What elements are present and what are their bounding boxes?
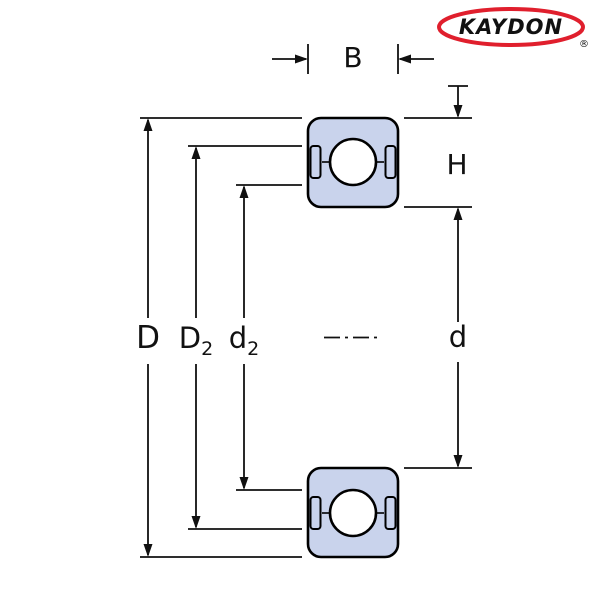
dimension-D2: D2 (179, 145, 302, 530)
dimension-label-d2-main: d (229, 321, 247, 355)
seal-right-top (384, 145, 397, 179)
dimension-label-d2-subscript: 2 (247, 338, 259, 360)
dimension-d2: d2 (229, 184, 302, 491)
arrowhead-down (239, 477, 249, 490)
dimension-label-H: H (446, 148, 467, 181)
arrowhead-up (453, 207, 463, 220)
bearing-cross-section-bottom (306, 466, 400, 559)
arrowhead-down (191, 516, 201, 529)
dimension-label-d: d (449, 320, 467, 354)
ball-top (328, 137, 378, 187)
logo-oval (437, 7, 585, 47)
arrowhead-down (453, 455, 463, 468)
ball-bottom (328, 488, 378, 538)
arrowhead-up (239, 185, 249, 198)
seal-left-bottom (309, 496, 322, 530)
registered-trademark-symbol: ® (579, 39, 589, 50)
arrowhead-left (398, 54, 411, 64)
dimension-label-D: D (136, 320, 160, 356)
logo-wordmark: KAYDON (459, 15, 563, 39)
arrowhead-down (453, 105, 463, 118)
dimension-d: d (404, 206, 472, 469)
bearing-cross-section-top (306, 116, 400, 209)
dimension-label-D2-subscript: 2 (201, 338, 213, 360)
arrowhead-up (143, 118, 153, 131)
dimension-H: H (404, 85, 472, 181)
arrowhead-right (295, 54, 308, 64)
seal-right-bottom (384, 496, 397, 530)
arrowhead-down (143, 544, 153, 557)
arrowhead-up (191, 146, 201, 159)
dimension-B: B (272, 41, 434, 74)
dimension-label-B: B (343, 41, 362, 74)
dimension-label-D2-main: D (179, 321, 201, 355)
dimension-label-D2: D2 (179, 321, 213, 360)
dimension-label-d2: d2 (229, 321, 260, 360)
dimension-D: D (136, 117, 302, 558)
kaydon-logo: KAYDON ® (437, 7, 589, 50)
seal-left-top (309, 145, 322, 179)
